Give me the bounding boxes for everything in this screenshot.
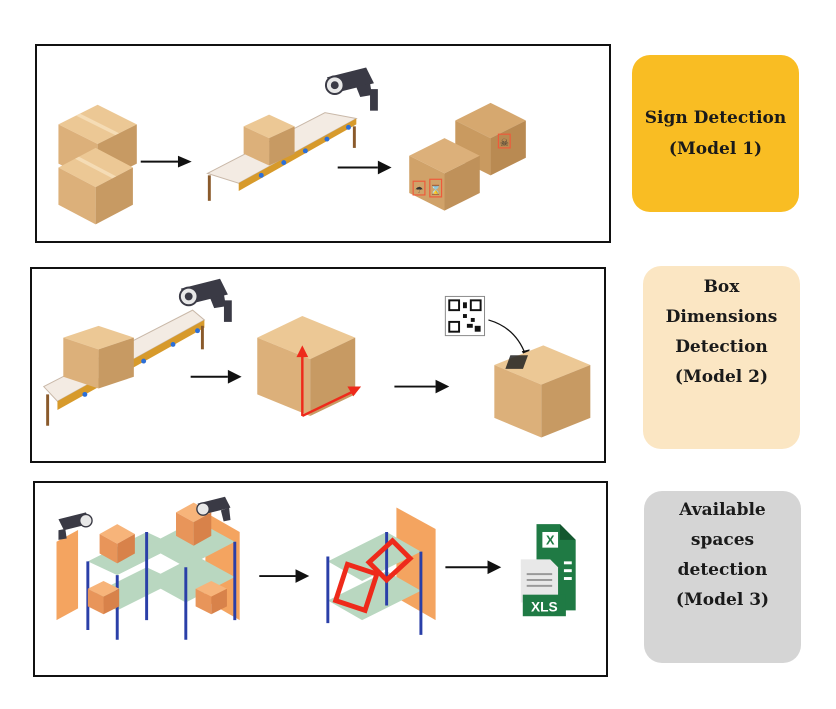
stage1-scene: ☠ ☂ ⌛: [58, 67, 526, 225]
stage3-scene: X XLS: [56, 496, 576, 640]
arrow-icon: [140, 155, 192, 168]
arrow-icon: [190, 369, 242, 384]
svg-text:☠: ☠: [500, 138, 509, 149]
xls-badge: XLS: [531, 599, 558, 614]
conveyor-icon: [206, 112, 358, 201]
model3-label: Available spaces detection (Model 3): [675, 500, 770, 610]
model3-label-box: Available spaces detection (Model 3): [644, 491, 801, 663]
excel-letter: X: [546, 533, 555, 548]
shelf-with-detected-spaces-icon: [326, 507, 436, 635]
model2-label: Box Dimensions Detection (Model 2): [665, 277, 778, 387]
stage-panel-model3: X XLS: [33, 481, 608, 677]
model2-label-box: Box Dimensions Detection (Model 2): [643, 266, 800, 449]
svg-text:⌛: ⌛: [430, 184, 442, 196]
arrow-icon: [394, 379, 450, 394]
excel-file-icon: X XLS: [520, 524, 576, 617]
qr-code-icon: [444, 295, 486, 337]
curved-arrow-icon: [488, 319, 527, 356]
arrow-icon: [445, 560, 502, 575]
box-icon: [58, 147, 133, 225]
camera-icon: [58, 512, 93, 540]
shelves-icon: [56, 502, 240, 640]
stage-panel-model1: ☠ ☂ ⌛: [35, 44, 611, 243]
stage-panel-model2: [30, 267, 606, 463]
arrow-icon: [259, 569, 310, 583]
box-with-dimension-axes-icon: [257, 316, 362, 418]
conveyor-icon: [42, 309, 206, 426]
model1-label: Sign Detection (Model 1): [644, 107, 787, 159]
model1-label-box: Sign Detection (Model 1): [632, 55, 799, 212]
svg-text:☂: ☂: [415, 185, 423, 195]
camera-icon: [196, 496, 231, 522]
camera-icon: [178, 278, 232, 322]
qr-code-labeled-box-icon: [494, 345, 591, 438]
arrow-icon: [337, 160, 392, 175]
stage2-scene: [42, 278, 591, 438]
camera-icon: [324, 67, 378, 111]
